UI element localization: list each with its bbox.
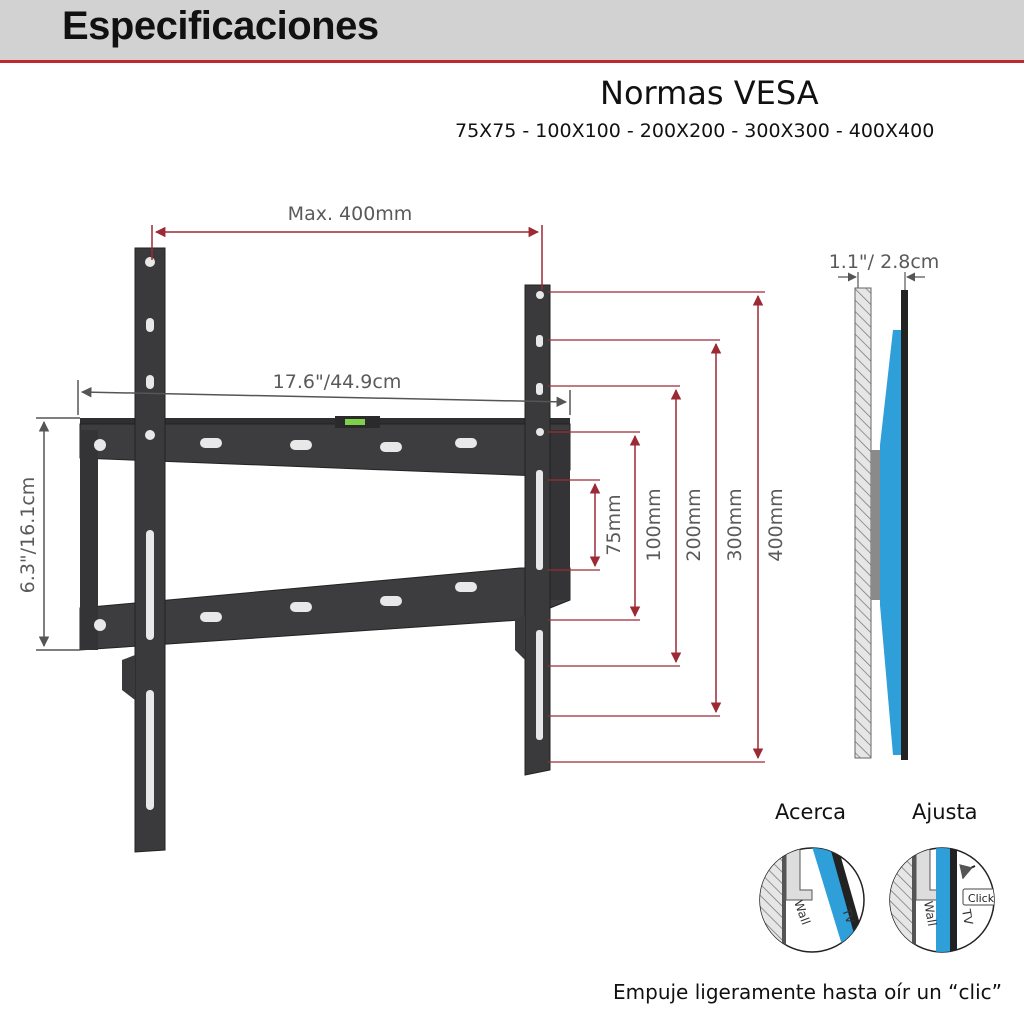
- bracket-height-label: 6.3"/16.1cm: [17, 477, 39, 594]
- step1-caption: Acerca: [775, 800, 847, 824]
- tv-screen-profile: [901, 290, 908, 760]
- wall-label-2: Wall: [921, 900, 939, 927]
- curved-arrow-icon: [959, 864, 976, 880]
- tv-label-2: TV: [959, 907, 976, 926]
- vesa-sizes: 75X75 - 100X100 - 200X200 - 300X300 - 40…: [455, 120, 935, 142]
- vesa-300-label: 300mm: [724, 488, 746, 561]
- tv-panel-profile: [880, 330, 902, 755]
- step-acerca: Wall TV: [759, 847, 865, 953]
- vesa-title: Normas VESA: [600, 74, 819, 112]
- profile-depth-label: 1.1"/ 2.8cm: [829, 251, 940, 273]
- tv-label-1: TV: [839, 905, 858, 926]
- vesa-75-label: 75mm: [603, 494, 625, 555]
- click-badge: [962, 888, 994, 906]
- bracket-width-label: 17.6"/44.9cm: [273, 371, 402, 393]
- step2-caption: Ajusta: [912, 800, 978, 824]
- page-title: Especificaciones: [62, 4, 379, 48]
- footer-note: Empuje ligeramente hasta oír un “clic”: [613, 980, 1002, 1004]
- vesa-200-label: 200mm: [683, 488, 705, 561]
- vesa-100-label: 100mm: [643, 488, 665, 561]
- max-width-label: Max. 400mm: [288, 203, 413, 225]
- dimension-lines: Max. 400mm 17.6"/44.9cm 6.3"/16.1cm 75mm…: [17, 203, 787, 763]
- right-rail-end: [548, 430, 570, 600]
- click-label: Click: [968, 892, 995, 905]
- vesa-400-label: 400mm: [765, 488, 787, 561]
- step-ajusta: Wall TV Click: [889, 847, 995, 953]
- left-rail-end: [80, 430, 98, 650]
- wall-bracket: [79, 247, 571, 853]
- wall-section: [854, 287, 872, 759]
- side-profile: 1.1"/ 2.8cm: [829, 251, 940, 760]
- header-bar: Especificaciones: [0, 0, 1024, 63]
